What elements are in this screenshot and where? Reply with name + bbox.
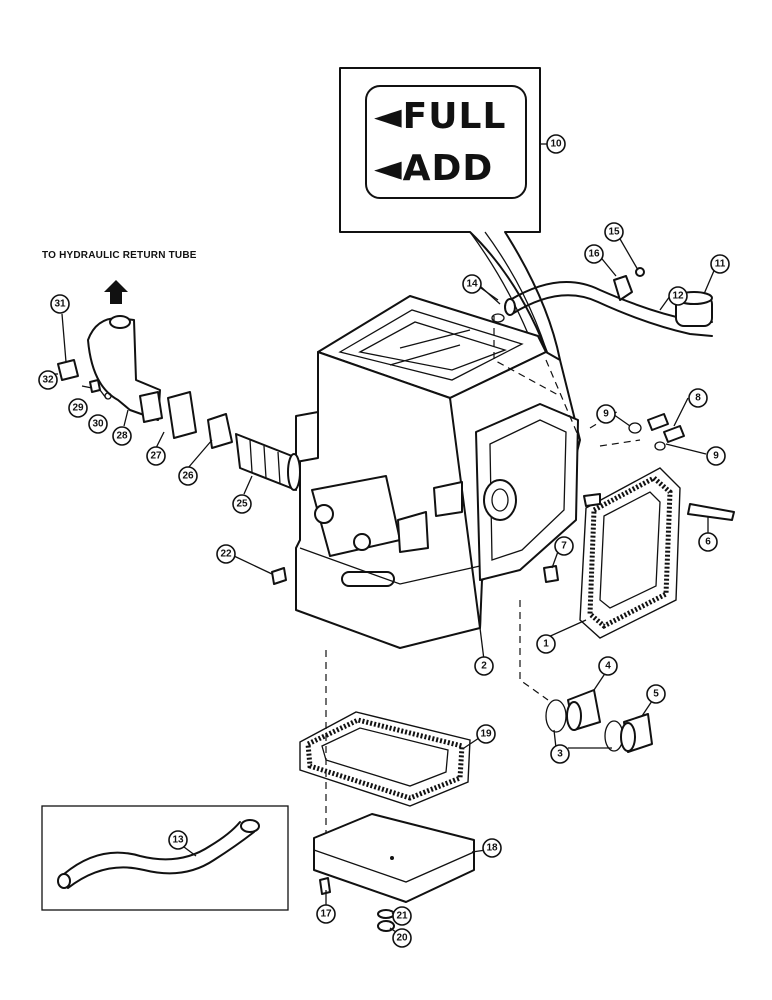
svg-text:16: 16 [588, 249, 600, 260]
callout-3a: 3 [550, 744, 570, 764]
callout-25: 25 [232, 494, 252, 514]
callout-32: 32 [38, 370, 58, 390]
bottom-cover [299, 711, 475, 932]
svg-text:12: 12 [672, 291, 684, 302]
callout-5: 5 [646, 684, 666, 704]
svg-text:15: 15 [608, 227, 620, 238]
svg-text:31: 31 [54, 299, 66, 310]
filter-assembly [57, 315, 301, 585]
callout-10: 10 [546, 134, 566, 154]
svg-text:2: 2 [481, 661, 487, 672]
callout-27: 27 [146, 446, 166, 466]
callout-21: 21 [392, 906, 412, 926]
svg-text:26: 26 [182, 471, 194, 482]
callout-1: 1 [536, 634, 556, 654]
svg-text:1: 1 [543, 639, 549, 650]
callout-30: 30 [88, 414, 108, 434]
svg-text:29: 29 [72, 403, 84, 414]
callout-7: 7 [554, 536, 574, 556]
callout-29: 29 [68, 398, 88, 418]
gauge-add-label: ◄ADD [374, 148, 493, 189]
svg-text:7: 7 [561, 541, 567, 552]
svg-text:22: 22 [220, 549, 232, 560]
svg-text:27: 27 [150, 451, 162, 462]
callout-9a: 9 [596, 404, 616, 424]
svg-text:10: 10 [550, 139, 562, 150]
callout-26: 26 [178, 466, 198, 486]
transmission-housing [295, 295, 581, 649]
callout-8: 8 [688, 388, 708, 408]
bearing-assembly [545, 689, 653, 753]
dipstick-gauge-inset: ◄FULL ◄ADD [339, 67, 561, 381]
callout-28: 28 [112, 426, 132, 446]
callout-16: 16 [584, 244, 604, 264]
svg-text:4: 4 [605, 661, 611, 672]
svg-text:6: 6 [705, 537, 711, 548]
callout-17: 17 [316, 904, 336, 924]
callout-19: 19 [476, 724, 496, 744]
svg-text:21: 21 [396, 911, 408, 922]
svg-text:25: 25 [236, 499, 248, 510]
callout-9b: 9 [706, 446, 726, 466]
svg-text:30: 30 [92, 419, 104, 430]
svg-text:14: 14 [466, 279, 478, 290]
svg-text:11: 11 [715, 259, 726, 270]
svg-text:32: 32 [42, 375, 54, 386]
callout-2: 2 [474, 656, 494, 676]
fittings-right [543, 413, 735, 583]
svg-text:8: 8 [695, 393, 701, 404]
callout-12: 12 [668, 286, 688, 306]
svg-text:20: 20 [396, 933, 408, 944]
svg-text:17: 17 [320, 909, 332, 920]
side-gasket [579, 467, 681, 639]
svg-text:18: 18 [486, 843, 498, 854]
callout-15: 15 [604, 222, 624, 242]
svg-text:9: 9 [603, 409, 609, 420]
gauge-full-label: ◄FULL [374, 96, 506, 137]
svg-text:9: 9 [713, 451, 719, 462]
callout-22: 22 [216, 544, 236, 564]
callout-4: 4 [598, 656, 618, 676]
callout-31: 31 [50, 294, 70, 314]
svg-text:13: 13 [172, 835, 184, 846]
svg-text:5: 5 [653, 689, 659, 700]
callout-20: 20 [392, 928, 412, 948]
svg-text:19: 19 [480, 729, 492, 740]
svg-text:28: 28 [116, 431, 128, 442]
up-arrow-icon [104, 280, 128, 304]
tube-inset [41, 805, 289, 911]
callout-13: 13 [168, 830, 188, 850]
callout-14: 14 [462, 274, 482, 294]
callout-11: 11 [710, 254, 730, 274]
hydraulic-return-note: TO HYDRAULIC RETURN TUBE [42, 250, 197, 261]
callout-6: 6 [698, 532, 718, 552]
svg-text:3: 3 [557, 749, 563, 760]
callout-18: 18 [482, 838, 502, 858]
